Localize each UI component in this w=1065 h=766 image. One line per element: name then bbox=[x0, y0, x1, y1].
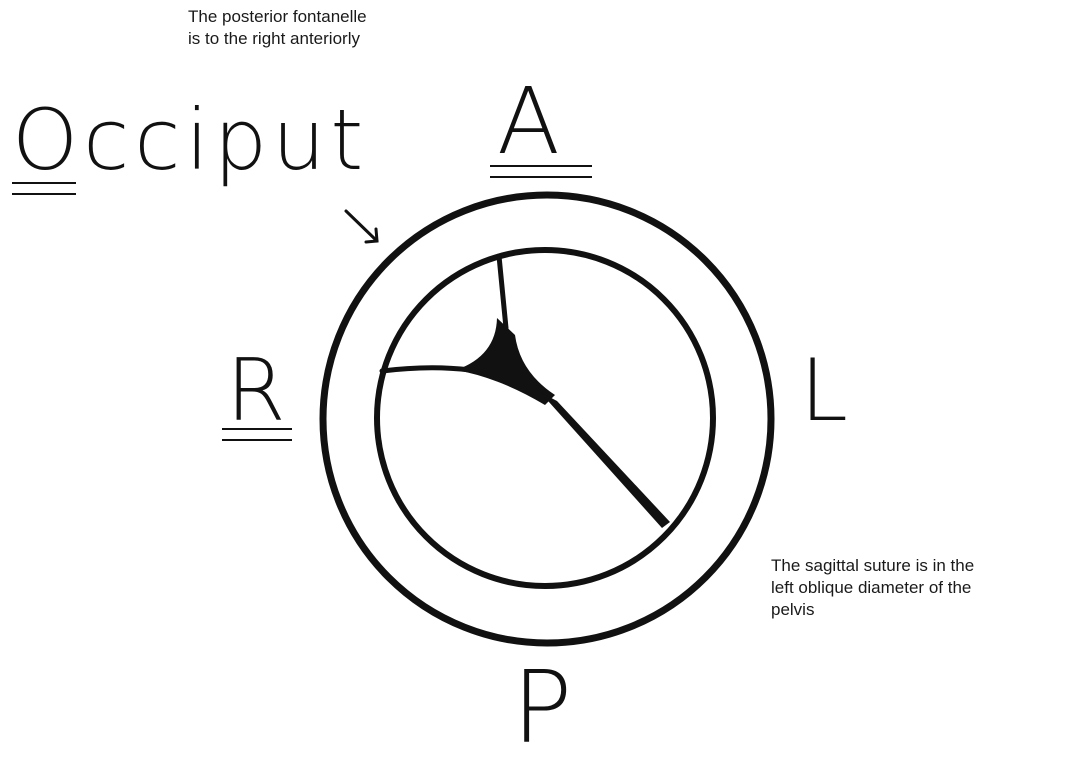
posterior-fontanelle bbox=[456, 318, 555, 405]
lambdoid-suture-lower bbox=[382, 368, 470, 371]
note-line: left oblique diameter of the bbox=[771, 577, 974, 599]
sagittal-suture-note: The sagittal suture is in the left obliq… bbox=[771, 555, 974, 621]
occiput-pointer-arrow bbox=[346, 211, 377, 242]
note-line: pelvis bbox=[771, 599, 974, 621]
fetal-head-circle bbox=[377, 250, 713, 586]
pelvic-brim-circle bbox=[323, 195, 771, 643]
sagittal-suture bbox=[540, 392, 670, 528]
note-line: The sagittal suture is in the bbox=[771, 555, 974, 577]
lambdoid-suture-upper bbox=[499, 256, 506, 328]
